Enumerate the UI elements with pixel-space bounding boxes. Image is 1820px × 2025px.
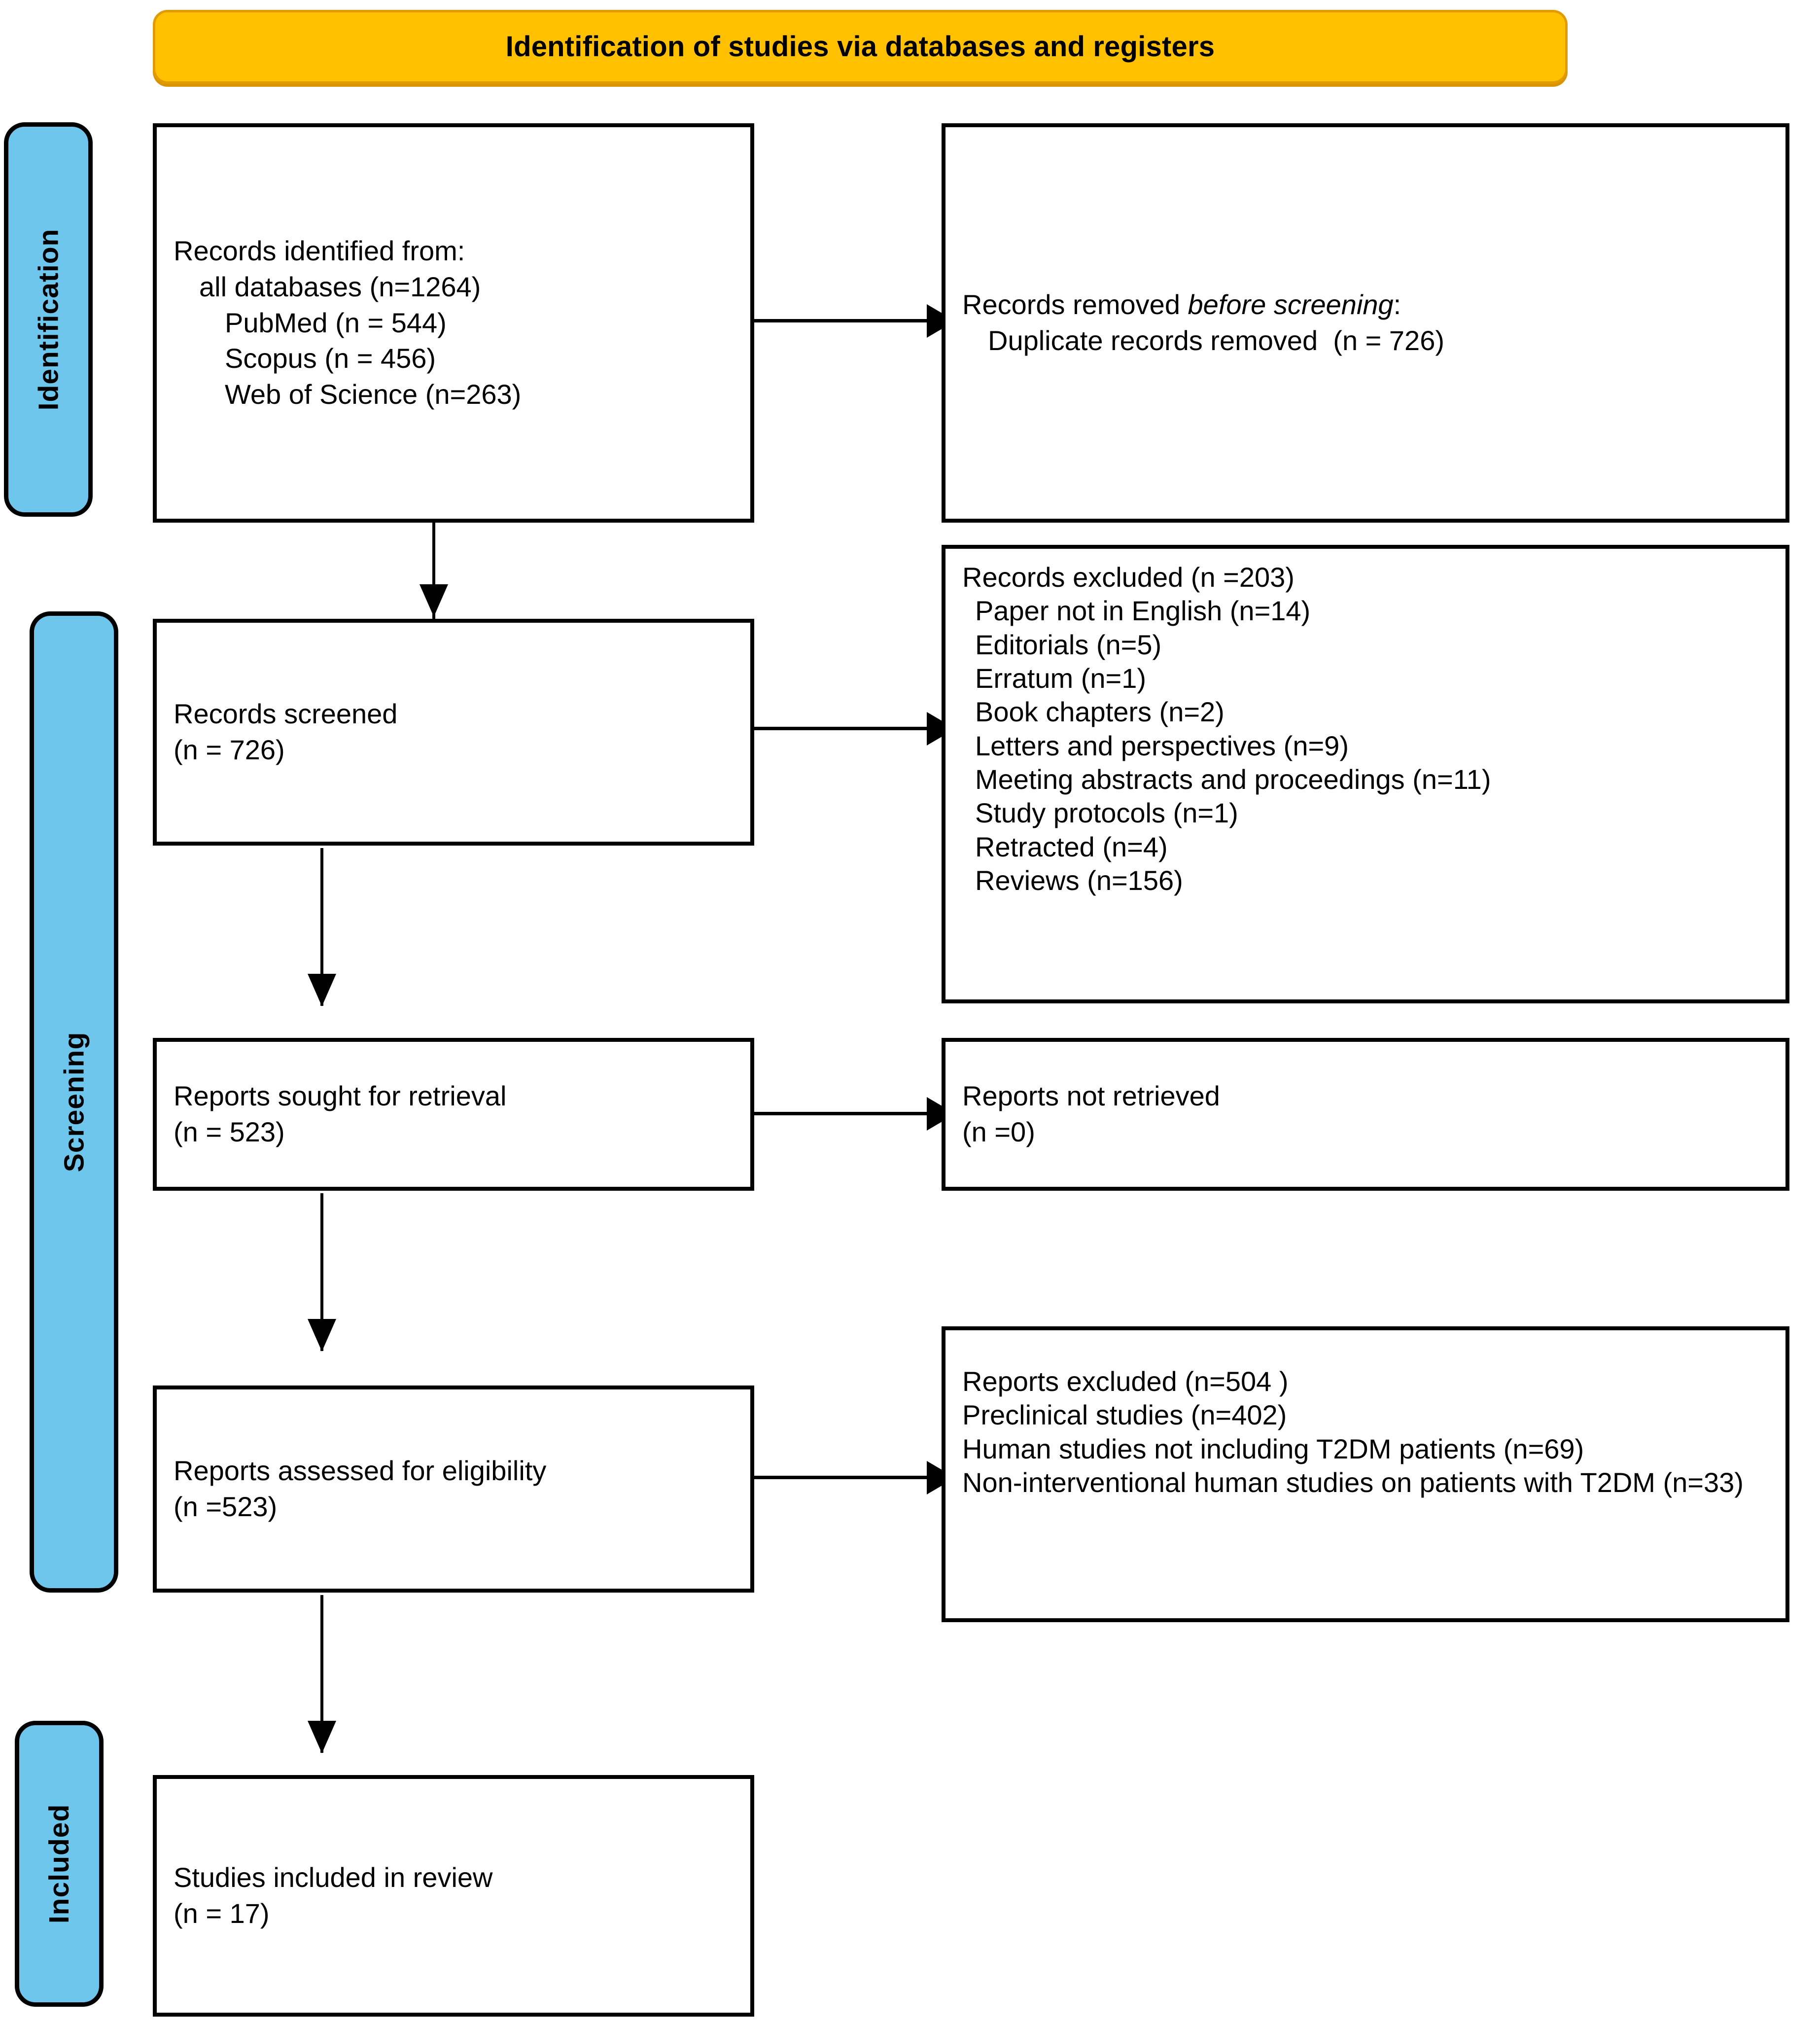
phase-sidebar-screening: Screening xyxy=(30,611,118,1593)
records-excluded-reason: Editorials (n=5) xyxy=(975,629,1162,660)
arrow-sought-to-assessed-line xyxy=(320,1193,323,1351)
records-excluded-reason: Letters and perspectives (n=9) xyxy=(975,730,1349,761)
box-reports-assessed: Reports assessed for eligibility (n =523… xyxy=(153,1386,754,1593)
phase-label-identification: Identification xyxy=(33,228,65,411)
records-removed-suffix: : xyxy=(1393,289,1401,320)
box-studies-included: Studies included in review (n = 17) xyxy=(153,1775,754,2017)
records-excluded-reason: Book chapters (n=2) xyxy=(975,696,1225,728)
diagram-banner: Identification of studies via databases … xyxy=(153,10,1568,84)
box-reports-not-retrieved: Reports not retrieved (n =0) xyxy=(942,1038,1789,1191)
records-removed-detail: Duplicate records removed (n = 726) xyxy=(988,325,1444,356)
records-excluded-reason: Retracted (n=4) xyxy=(975,831,1168,862)
records-removed-italic: before screening xyxy=(1188,289,1394,320)
arrow-assessed-to-included-head xyxy=(308,1721,336,1753)
records-excluded-reason: Study protocols (n=1) xyxy=(975,797,1238,829)
box-records-identified: Records identified from: all databases (… xyxy=(153,123,754,523)
arrow-identified-to-removed-line xyxy=(754,319,932,322)
records-excluded-reason: Paper not in English (n=14) xyxy=(975,595,1311,627)
reports-not-retrieved-label: Reports not retrieved xyxy=(962,1080,1220,1112)
reports-sought-count: (n = 523) xyxy=(174,1116,285,1147)
arrow-screened-to-sought-head xyxy=(308,974,336,1006)
records-removed-heading: Records removed before screening: xyxy=(962,287,1769,323)
arrow-assessed-to-excluded-line xyxy=(754,1476,932,1479)
records-identified-line: PubMed (n = 544) xyxy=(225,307,447,338)
records-excluded-reason: Erratum (n=1) xyxy=(975,662,1146,694)
records-removed-prefix: Records removed xyxy=(962,289,1188,320)
records-excluded-reason: Reviews (n=156) xyxy=(975,864,1183,896)
records-identified-line: all databases (n=1264) xyxy=(199,271,481,302)
arrow-screened-to-excluded-line xyxy=(754,727,932,730)
arrow-sought-to-assessed-head xyxy=(308,1319,336,1351)
reports-excluded-line: Preclinical studies (n=402) xyxy=(962,1399,1287,1431)
box-reports-excluded: Reports excluded (n=504 ) Preclinical st… xyxy=(942,1326,1789,1622)
records-identified-line: Web of Science (n=263) xyxy=(225,379,522,410)
reports-sought-label: Reports sought for retrieval xyxy=(174,1080,507,1112)
phase-label-included: Included xyxy=(43,1804,75,1924)
records-screened-label: Records screened xyxy=(174,698,398,730)
records-screened-count: (n = 726) xyxy=(174,734,285,765)
box-records-removed: Records removed before screening: Duplic… xyxy=(942,123,1789,523)
arrow-assessed-to-included-line xyxy=(320,1595,323,1753)
box-records-screened: Records screened (n = 726) xyxy=(153,619,754,846)
studies-included-label: Studies included in review xyxy=(174,1862,493,1893)
records-identified-line: Records identified from: xyxy=(174,235,465,266)
reports-excluded-line: Reports excluded (n=504 ) xyxy=(962,1366,1289,1397)
records-identified-line: Scopus (n = 456) xyxy=(225,343,436,374)
arrow-identified-to-screened-head xyxy=(420,584,448,617)
arrow-identified-to-screened-line xyxy=(432,523,435,619)
reports-excluded-line: Non-interventional human studies on pati… xyxy=(962,1466,1744,1498)
arrow-sought-to-not-retrieved-line xyxy=(754,1112,932,1115)
box-records-excluded: Records excluded (n =203) Paper not in E… xyxy=(942,545,1789,1003)
arrow-screened-to-sought-line xyxy=(320,848,323,1006)
reports-assessed-label: Reports assessed for eligibility xyxy=(174,1455,547,1487)
reports-excluded-line: Human studies not including T2DM patient… xyxy=(962,1433,1584,1464)
reports-not-retrieved-count: (n =0) xyxy=(962,1116,1035,1147)
records-excluded-reason: Meeting abstracts and proceedings (n=11) xyxy=(975,763,1491,795)
studies-included-count: (n = 17) xyxy=(174,1898,270,1929)
phase-label-screening: Screening xyxy=(58,1031,90,1172)
reports-assessed-count: (n =523) xyxy=(174,1491,278,1522)
banner-title: Identification of studies via databases … xyxy=(505,31,1215,63)
phase-sidebar-identification: Identification xyxy=(4,122,93,517)
phase-sidebar-included: Included xyxy=(15,1721,104,2007)
box-reports-sought: Reports sought for retrieval (n = 523) xyxy=(153,1038,754,1191)
records-excluded-heading: Records excluded (n =203) xyxy=(962,562,1295,593)
